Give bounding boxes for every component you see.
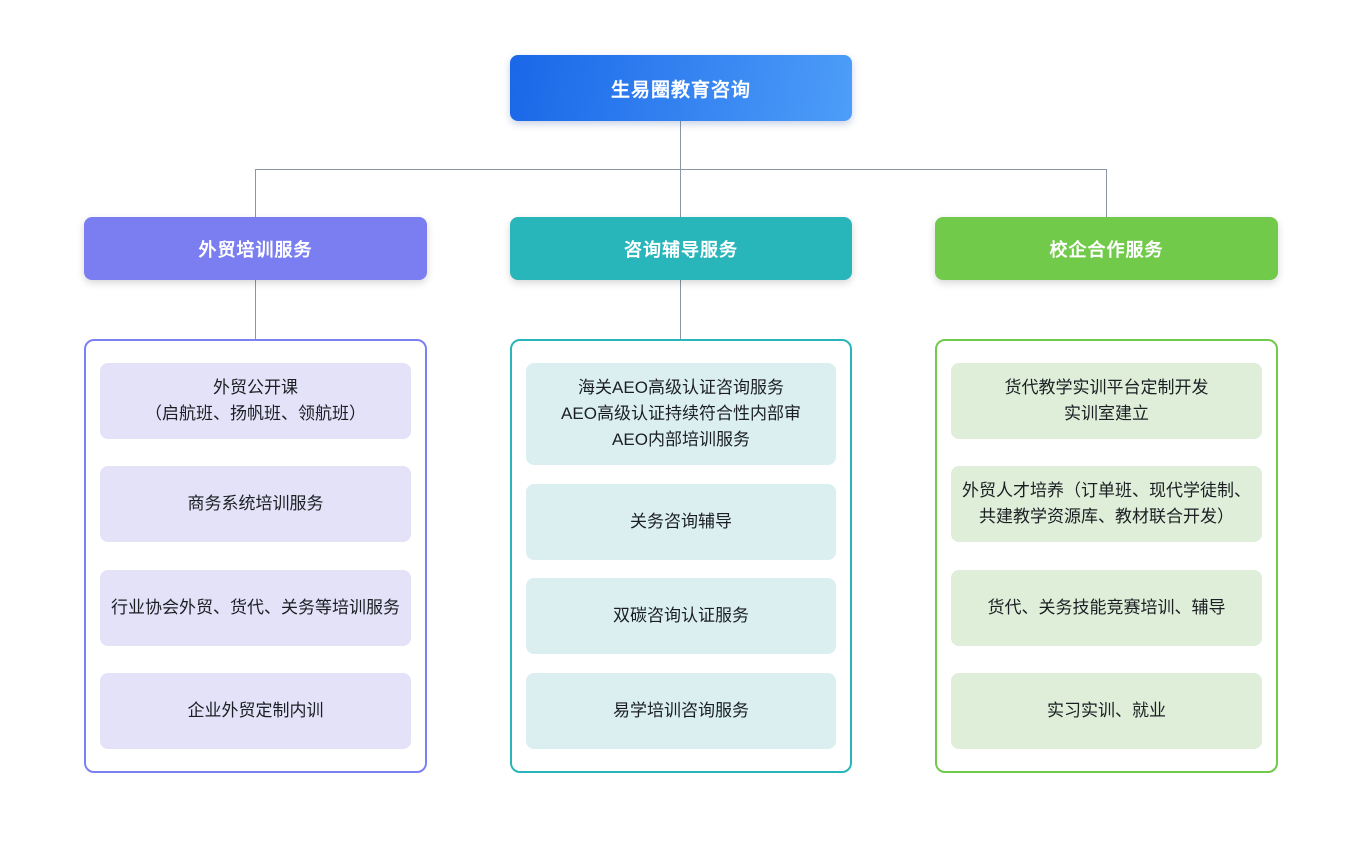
branch-header-foreign-trade-training: 外贸培训服务 [84,217,427,280]
leaf-item: 易学培训咨询服务 [526,672,836,749]
leaf-item: 外贸人才培养（订单班、现代学徒制、共建教学资源库、教材联合开发） [951,466,1262,543]
branch-header-consulting-coaching: 咨询辅导服务 [510,217,852,280]
leaf-item: 货代教学实训平台定制开发 实训室建立 [951,363,1262,439]
branch-container-foreign-trade-training: 外贸公开课 （启航班、扬帆班、领航班） 商务系统培训服务 行业协会外贸、货代、关… [84,339,427,773]
connector-drop-branch-3 [1106,169,1107,217]
connector-branch-1-children [255,280,256,339]
connector-drop-branch-2 [680,169,681,217]
connector-horizontal-bar [255,169,1107,170]
connector-drop-branch-1 [255,169,256,217]
root-node-label: 生易圈教育咨询 [610,79,751,101]
leaf-item: 货代、关务技能竞赛培训、辅导 [951,569,1262,646]
connector-root-vertical [680,121,681,169]
leaf-item: 关务咨询辅导 [526,483,836,560]
leaf-item: 外贸公开课 （启航班、扬帆班、领航班） [100,363,411,439]
root-node: 生易圈教育咨询 [510,55,852,121]
leaf-item: 双碳咨询认证服务 [526,578,836,655]
branch-container-school-enterprise: 货代教学实训平台定制开发 实训室建立 外贸人才培养（订单班、现代学徒制、共建教学… [935,339,1278,773]
branch-container-consulting-coaching: 海关AEO高级认证咨询服务 AEO高级认证持续符合性内部审 AEO内部培训服务 … [510,339,852,773]
branch-header-label: 咨询辅导服务 [624,239,738,260]
leaf-item: 商务系统培训服务 [100,466,411,543]
connector-branch-2-children [680,280,681,339]
branch-header-label: 外贸培训服务 [198,239,313,260]
leaf-item: 实习实训、就业 [951,672,1262,749]
leaf-item: 海关AEO高级认证咨询服务 AEO高级认证持续符合性内部审 AEO内部培训服务 [526,363,836,465]
branch-header-label: 校企合作服务 [1049,239,1164,260]
branch-header-school-enterprise: 校企合作服务 [935,217,1278,280]
leaf-item: 企业外贸定制内训 [100,672,411,749]
leaf-item: 行业协会外贸、货代、关务等培训服务 [100,569,411,646]
